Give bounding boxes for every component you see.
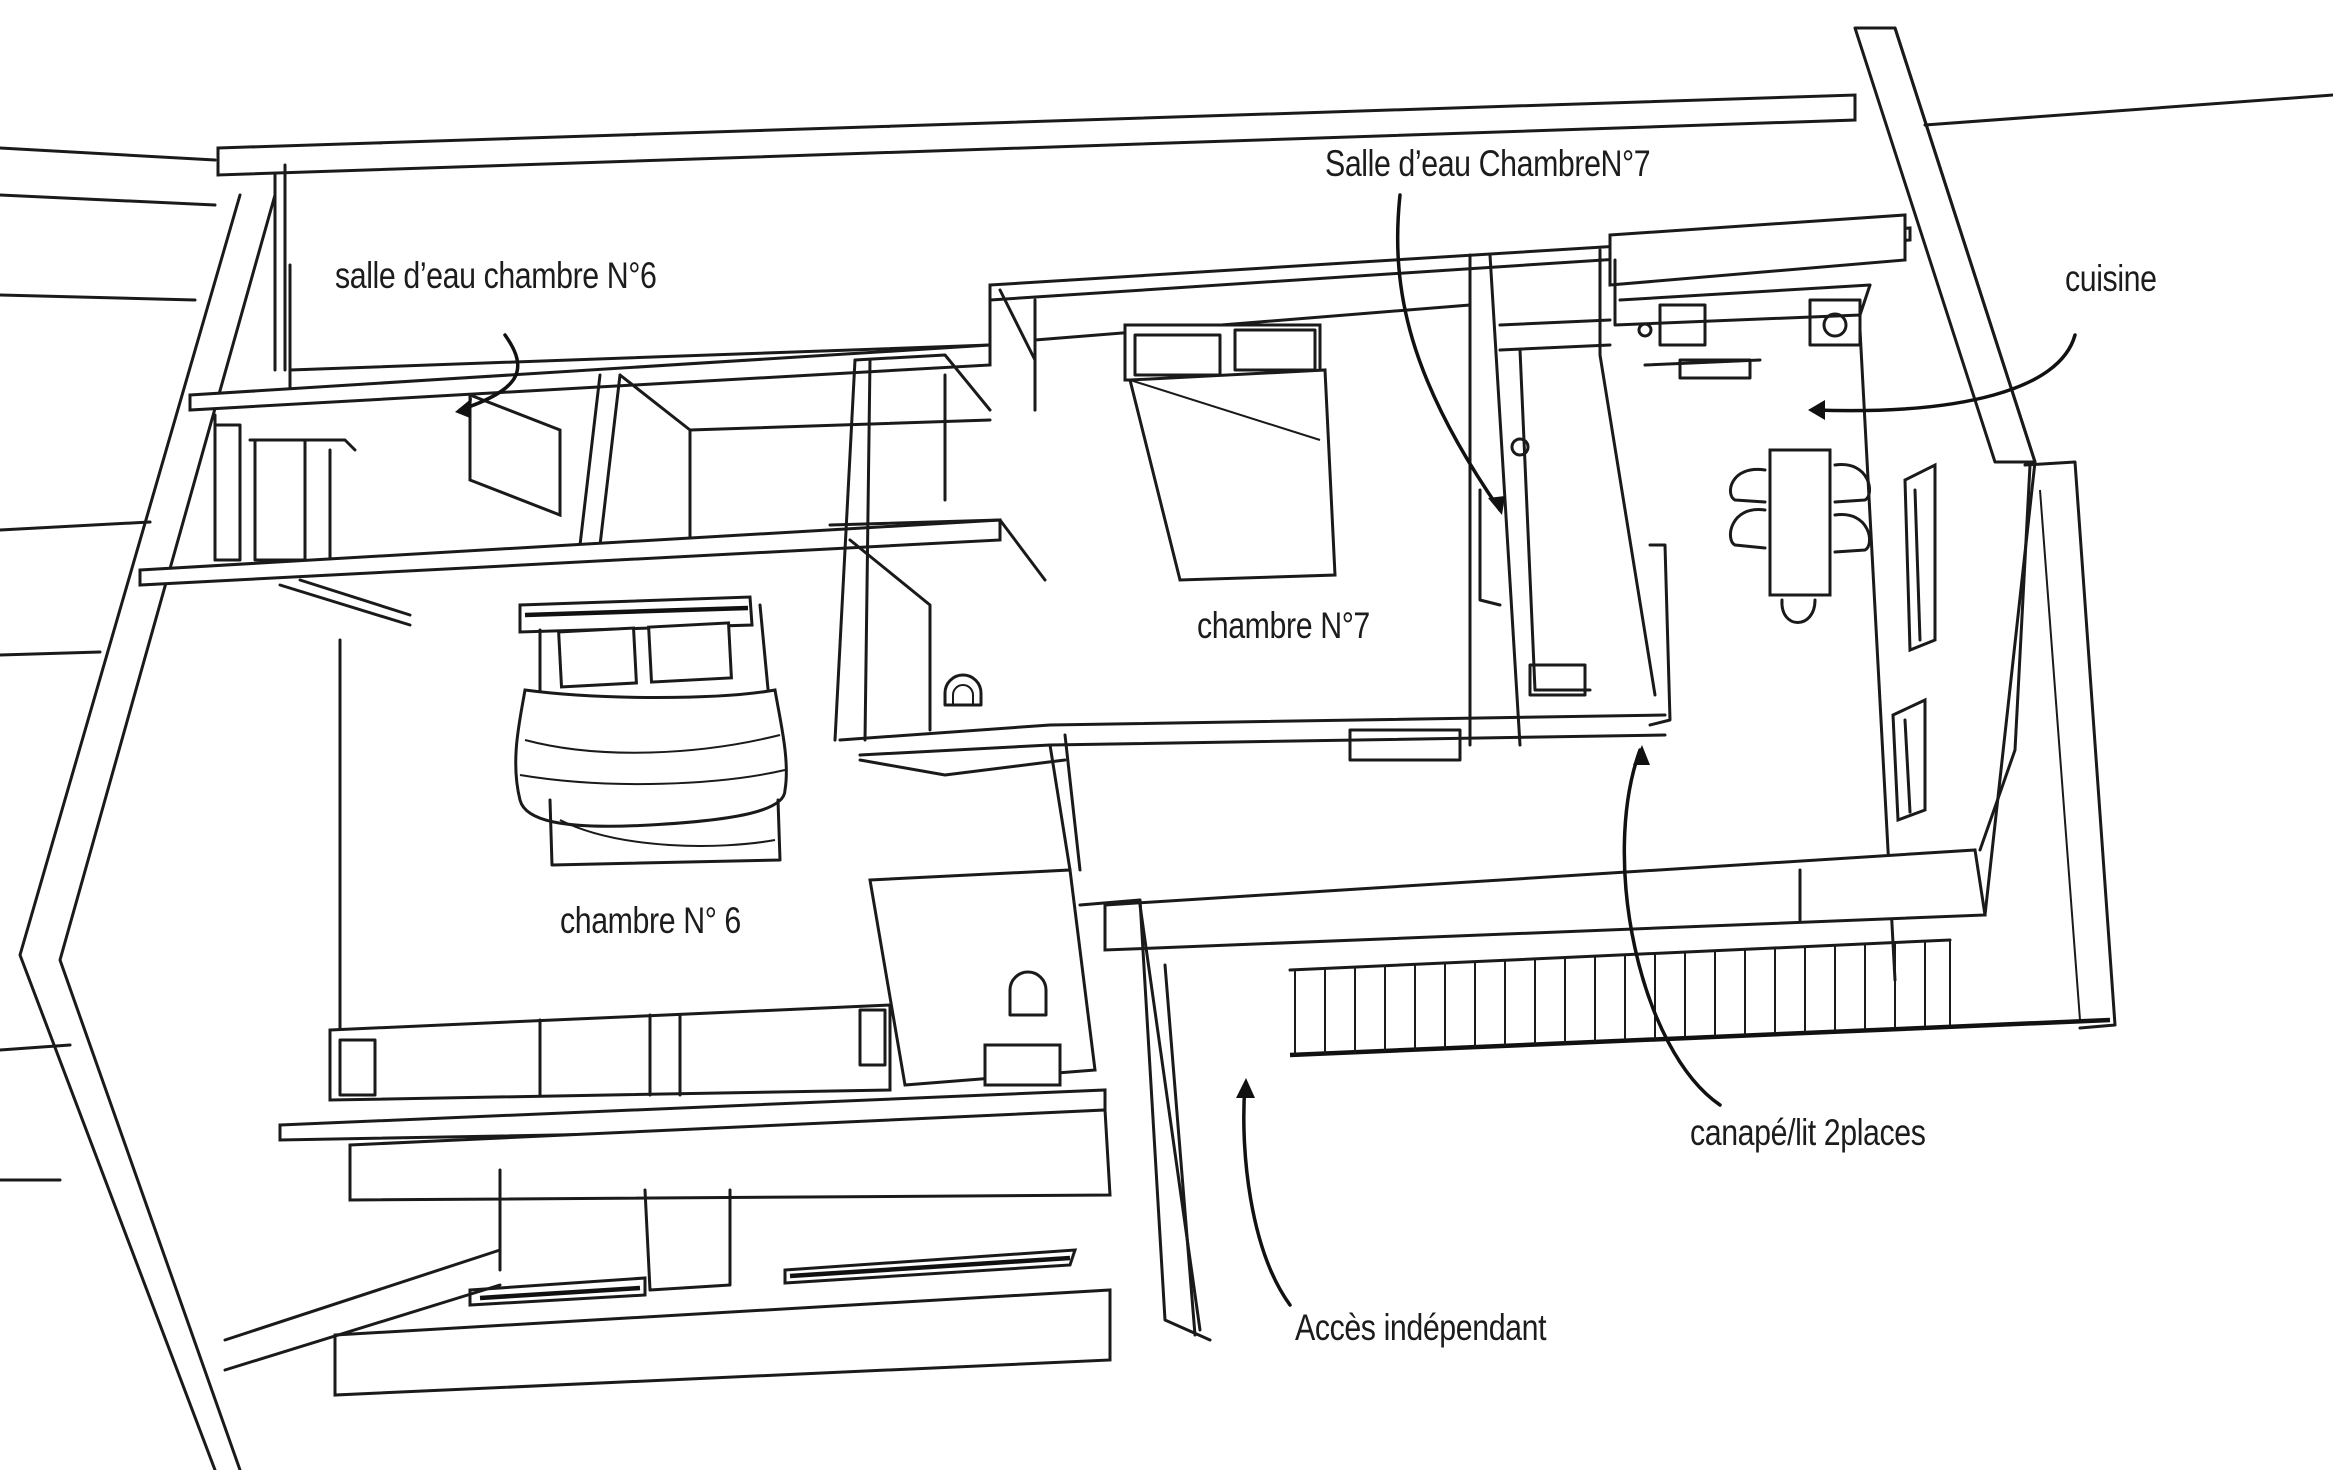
label-cuisine: cuisine: [2065, 258, 2157, 299]
label-salle-eau-chambre-6: salle d’eau chambre N°6: [335, 255, 657, 296]
arrow-acces: [1242, 1083, 1292, 1307]
arrow-cuisine: [1813, 333, 2077, 413]
balcony-railing: [1294, 941, 1951, 1055]
kitchen: [1608, 213, 2117, 1030]
arrow-salle-eau-6: [458, 333, 520, 412]
salle-eau-6-area: [138, 343, 1002, 627]
label-acces-independant: Accès indépendant: [1295, 1307, 1547, 1348]
leader-arrows: [455, 193, 2077, 1307]
toilet-room-6: [828, 353, 1667, 872]
label-canape-lit: canapé/lit 2places: [1690, 1112, 1926, 1153]
arrow-salle-eau-7: [1395, 193, 1502, 512]
label-salle-eau-chambre-7: Salle d’eau ChambreN°7: [1325, 143, 1651, 184]
arrow-canape: [1622, 748, 1722, 1107]
outer-walls: [18, 26, 2037, 1470]
label-chambre-7: chambre N°7: [1197, 605, 1370, 646]
exterior-lines: [0, 93, 2333, 1182]
label-chambre-6: chambre N° 6: [560, 900, 741, 941]
bed-chambre-6: [338, 595, 788, 1097]
living-area: [1078, 463, 2111, 1342]
lower-left-structures: [223, 868, 1112, 1397]
